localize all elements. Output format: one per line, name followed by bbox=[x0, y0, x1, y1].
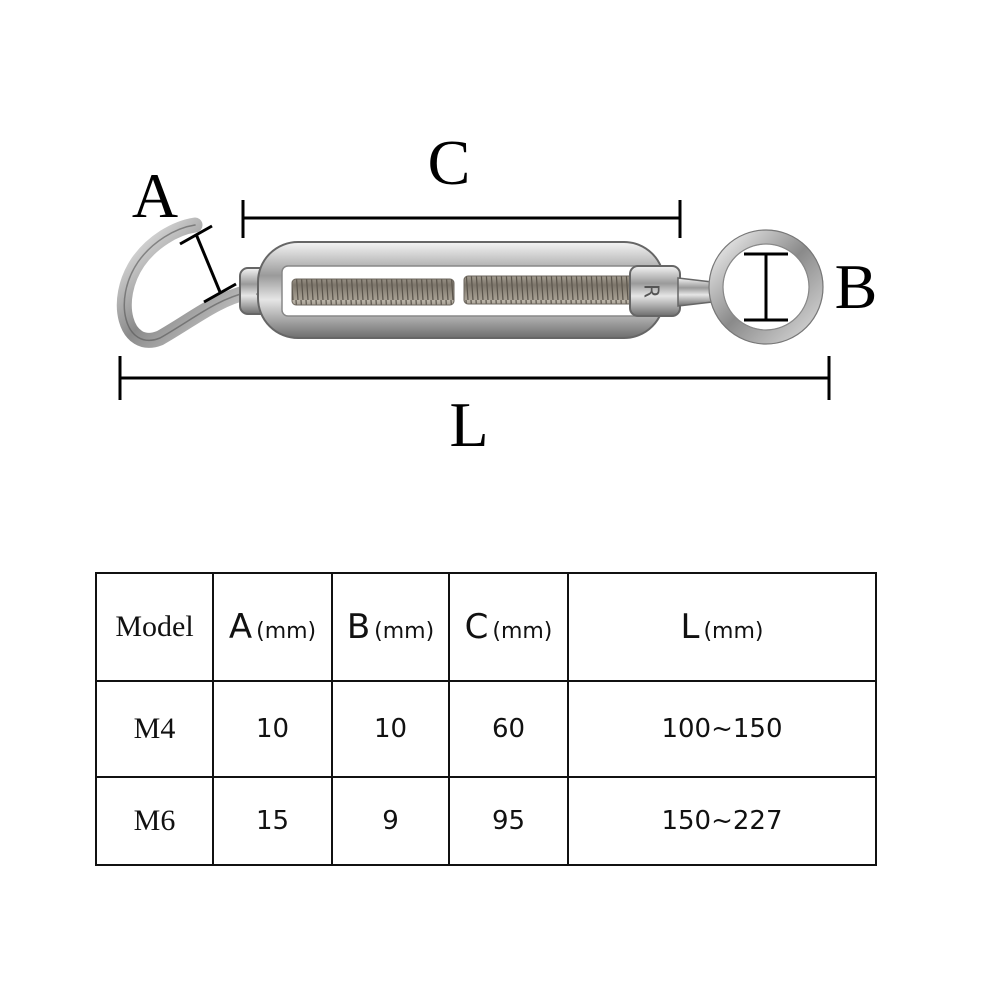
dimension-a-label: A bbox=[132, 160, 178, 231]
cell-c: 95 bbox=[448, 776, 569, 866]
header-a-letter: A bbox=[228, 607, 253, 647]
cell-l: 150~227 bbox=[567, 776, 877, 866]
header-b: B(mm) bbox=[331, 572, 450, 682]
spec-table: Model A(mm) B(mm) C(mm) L(mm) M4 10 10 6… bbox=[95, 572, 877, 866]
turnbuckle-diagram: 4 R A C B L bbox=[116, 127, 878, 460]
cell-b: 9 bbox=[331, 776, 450, 866]
table-row: M4 10 10 60 100~150 bbox=[95, 680, 877, 778]
header-l-unit: (mm) bbox=[703, 619, 764, 644]
header-a-unit: (mm) bbox=[256, 619, 317, 644]
cell-model: M4 bbox=[95, 680, 214, 778]
header-b-unit: (mm) bbox=[374, 619, 435, 644]
header-c: C(mm) bbox=[448, 572, 569, 682]
header-c-unit: (mm) bbox=[492, 619, 553, 644]
dimension-a-line bbox=[194, 233, 222, 293]
threaded-rod-right bbox=[463, 275, 635, 305]
hook bbox=[116, 217, 256, 348]
eye-ring bbox=[708, 229, 824, 345]
header-model: Model bbox=[95, 572, 214, 682]
table-row: M6 15 9 95 150~227 bbox=[95, 776, 877, 866]
cell-c: 60 bbox=[448, 680, 569, 778]
header-l-letter: L bbox=[680, 607, 700, 647]
dimension-b-label: B bbox=[835, 251, 878, 322]
dimension-l-label: L bbox=[449, 389, 488, 460]
header-a: A(mm) bbox=[212, 572, 333, 682]
table-header-row: Model A(mm) B(mm) C(mm) L(mm) bbox=[95, 572, 877, 682]
cell-a: 15 bbox=[212, 776, 333, 866]
cell-a: 10 bbox=[212, 680, 333, 778]
threaded-rod-left bbox=[291, 278, 455, 306]
header-c-letter: C bbox=[464, 607, 489, 647]
right-body-marking: R bbox=[640, 284, 664, 298]
header-b-letter: B bbox=[346, 607, 371, 647]
header-l: L(mm) bbox=[567, 572, 877, 682]
dimension-c-label: C bbox=[428, 127, 471, 198]
cell-b: 10 bbox=[331, 680, 450, 778]
cell-model: M6 bbox=[95, 776, 214, 866]
cell-l: 100~150 bbox=[567, 680, 877, 778]
